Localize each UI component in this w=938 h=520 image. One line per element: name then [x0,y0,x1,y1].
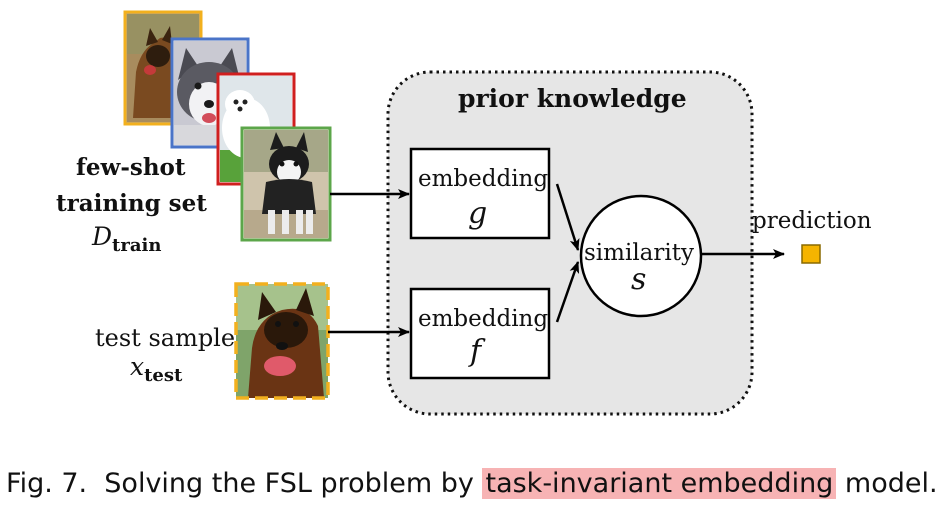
prior-knowledge-title: prior knowledge [458,84,687,113]
train-image-4 [240,126,332,242]
test-sample-symbol-sub: test [144,365,183,387]
embedding-g-box [409,147,551,240]
test-sample-symbol-main: x [130,352,145,381]
test-sample-label: test sample [95,324,236,352]
training-set-line2: training set [56,190,207,217]
embedding-g-label: embedding [418,166,549,192]
similarity-symbol: s [631,262,647,297]
embedding-f-label: embedding [418,306,549,332]
figure-caption: Fig. 7. Solving the FSL problem by task-… [6,468,938,499]
test-sample-symbol: xtest [130,352,182,386]
embedding-g-symbol: g [468,196,488,231]
training-set-symbol-sub: train [112,235,162,257]
arrow-g-to-similarity [555,183,580,251]
embedding-f-box [409,287,551,380]
prediction-square [801,244,821,264]
caption-suffix: model. [836,468,938,499]
caption-prefix: Fig. 7. Solving the FSL problem by [6,468,483,499]
diagram-canvas [123,10,821,416]
training-set-symbol: Dtrain [92,222,161,256]
similarity-circle [579,194,703,318]
training-set-symbol-main: D [92,222,113,251]
similarity-label: similarity [584,240,694,266]
test-image [234,282,330,400]
caption-highlight: task-invariant embedding [482,468,837,499]
prediction-label: prediction [752,208,872,234]
training-set-line1: few-shot [76,154,186,181]
embedding-f-symbol: f [470,334,482,369]
arrow-f-to-similarity [555,261,580,323]
